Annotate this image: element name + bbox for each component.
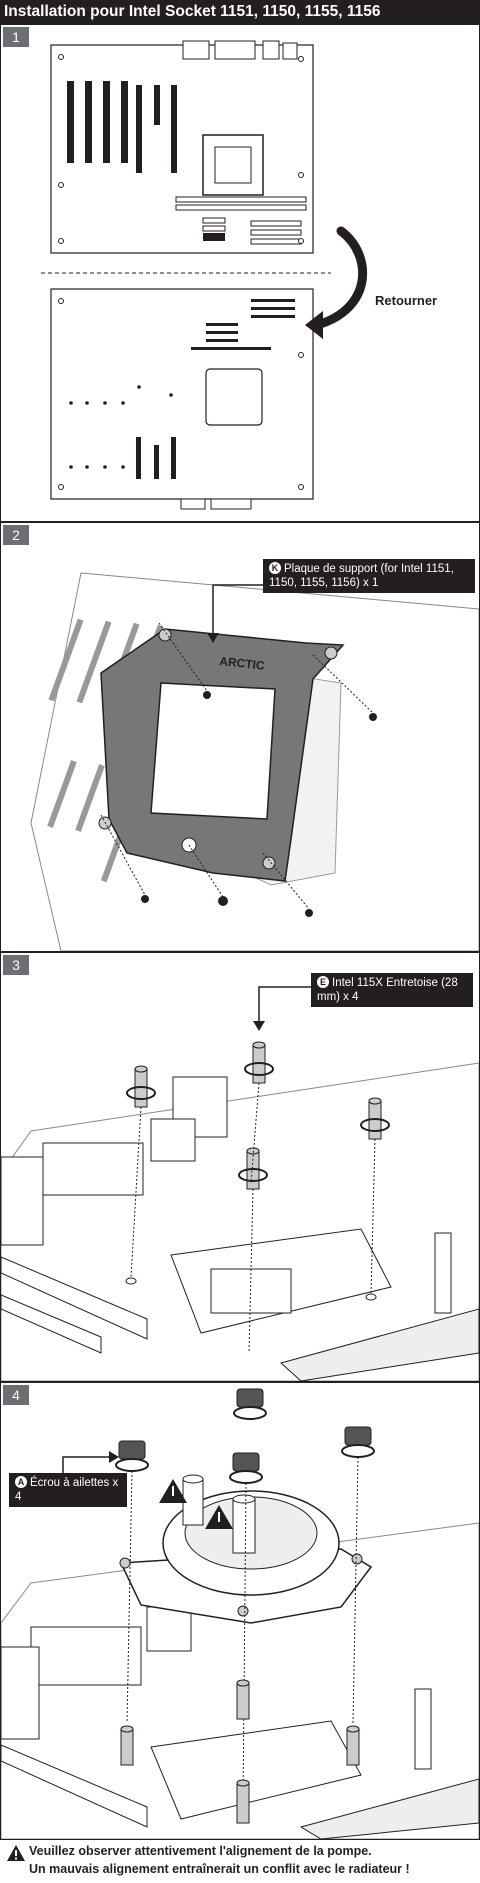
step-2-number: 2 [3, 525, 29, 545]
step-4-number: 4 [3, 1385, 29, 1405]
callout-letter-a: A [15, 1476, 27, 1488]
warning-line-2: Un mauvais alignement entraînerait un co… [29, 1862, 410, 1876]
flip-label: Retourner [375, 293, 438, 308]
rotate-arrow-icon [126, 1062, 390, 1182]
backplate-illustration: ARCTIC [30, 572, 479, 951]
standoff-callout-text: Intel 115X Entretoise (28 mm) x 4 [317, 977, 458, 1003]
pump-mount-illustration [1, 1388, 479, 1839]
step-1-number: 1 [3, 27, 29, 47]
backplate-callout-text: Plaque de support (for Intel 1151, 1150,… [269, 563, 454, 589]
step-3-number: 3 [3, 955, 29, 975]
warning-footer: Veuillez observer attentivement l'aligne… [0, 1840, 480, 1883]
callout-letter-e: E [317, 976, 329, 988]
motherboard-flip-illustration [41, 40, 367, 510]
step-1-panel: 1 [0, 24, 480, 522]
warning-line-1: Veuillez observer attentivement l'aligne… [29, 1844, 372, 1858]
thumbnut-callout-text: Écrou à ailettes x 4 [15, 1477, 119, 1503]
warning-icon [7, 1845, 25, 1861]
standoff-illustration [1, 986, 479, 1381]
page-title: Installation pour Intel Socket 1151, 115… [0, 0, 480, 24]
flip-arrow-icon [312, 226, 367, 330]
plate-brand-text: ARCTIC [219, 654, 266, 673]
callout-letter-k: K [269, 562, 281, 574]
thumbnut-set [118, 1388, 372, 1472]
